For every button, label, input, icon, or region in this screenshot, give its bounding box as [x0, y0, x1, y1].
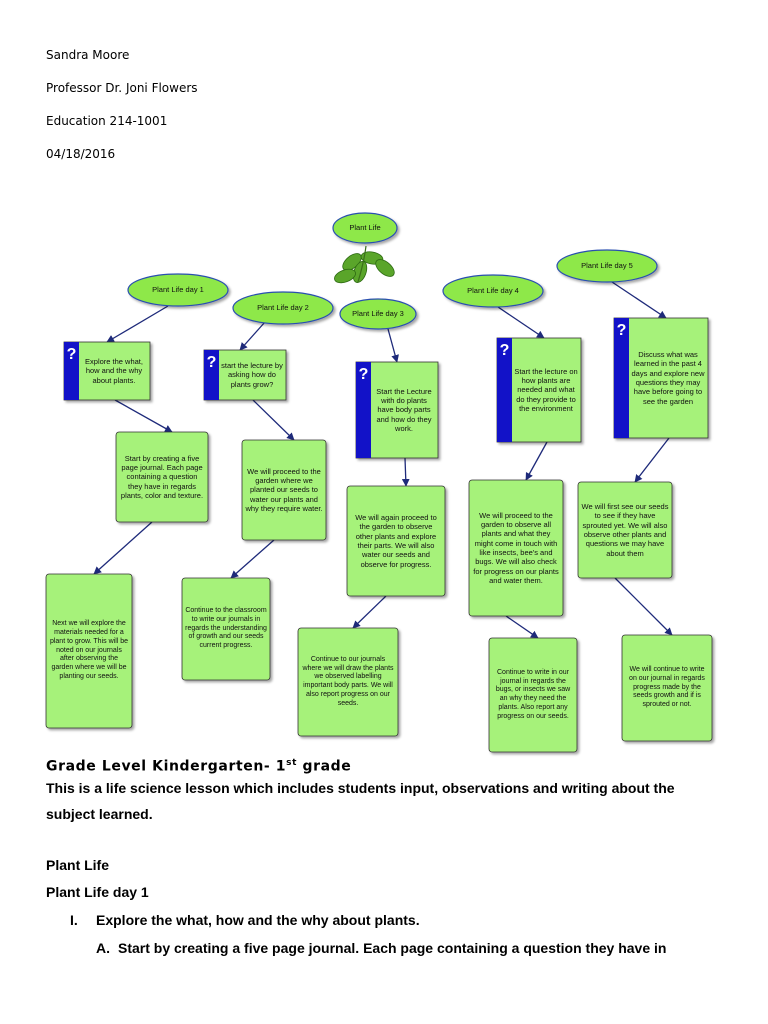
plant-life-day1-heading: Plant Life day 1	[46, 884, 149, 900]
day5-question-box-text: Discuss what was learned in the past 4 d…	[631, 321, 705, 435]
connector-arrow	[612, 282, 666, 318]
day3-question-box-text: Start the Lecture with do plants have bo…	[373, 365, 435, 455]
day1-ellipse-label: Plant Life day 1	[128, 274, 228, 306]
lesson-description-line-1: This is a life science lesson which incl…	[46, 780, 675, 796]
day5-step2-box: We will continue to write on our journal…	[622, 635, 712, 741]
day1-step1-box: Start by creating a five page journal. E…	[116, 432, 208, 522]
question-mark-icon: ?	[500, 342, 510, 359]
day3-question-box: ?Start the Lecture with do plants have b…	[356, 362, 438, 458]
connector-arrow	[405, 458, 406, 486]
day1-question-box: ?Explore the what, how and the why about…	[64, 342, 150, 400]
outline-item-I-marker: I.	[70, 912, 78, 928]
day5-step1-box: We will first see our seeds to see if th…	[578, 482, 672, 578]
question-mark-icon: ?	[67, 346, 77, 363]
connector-arrow	[94, 522, 152, 574]
day1-question-box-text: Explore the what, how and the why about …	[81, 345, 147, 397]
root-plant-life-ellipse-label: Plant Life	[333, 213, 397, 243]
question-mark-icon: ?	[359, 366, 369, 383]
day2-step2-box: Continue to the classroom to write our j…	[182, 578, 270, 680]
day2-ellipse: Plant Life day 2	[233, 292, 333, 324]
day4-step2-box: Continue to write in our journal in rega…	[489, 638, 577, 752]
day4-ellipse: Plant Life day 4	[443, 275, 543, 307]
day2-step2-box-text: Continue to the classroom to write our j…	[185, 581, 267, 677]
connector-arrow	[498, 307, 544, 338]
day4-step2-box-text: Continue to write in our journal in rega…	[492, 641, 574, 749]
connector-arrow	[115, 400, 172, 432]
connector-arrow	[253, 400, 294, 440]
day3-step1-box: We will again proceed to the garden to o…	[347, 486, 445, 596]
day4-step1-box: We will proceed to the garden to observe…	[469, 480, 563, 616]
connector-arrow	[231, 540, 274, 578]
day5-step1-box-text: We will first see our seeds to see if th…	[581, 485, 669, 575]
day2-ellipse-label: Plant Life day 2	[233, 292, 333, 324]
day1-step2-box-text: Next we will explore the materials neede…	[49, 577, 129, 725]
root-plant-life-ellipse: Plant Life	[333, 213, 397, 243]
connector-arrow	[506, 616, 538, 638]
day2-question-box: ?start the lecture by asking how do plan…	[204, 350, 286, 400]
day3-ellipse-label: Plant Life day 3	[340, 299, 416, 329]
connector-arrow	[526, 442, 547, 480]
connector-arrow	[240, 322, 265, 350]
day3-ellipse: Plant Life day 3	[340, 299, 416, 329]
day4-ellipse-label: Plant Life day 4	[443, 275, 543, 307]
day1-step1-box-text: Start by creating a five page journal. E…	[119, 435, 205, 519]
day3-step1-box-text: We will again proceed to the garden to o…	[350, 489, 442, 593]
day3-step2-box-text: Continue to our journals where we will d…	[301, 631, 395, 733]
day1-ellipse: Plant Life day 1	[128, 274, 228, 306]
day1-step2-box: Next we will explore the materials neede…	[46, 574, 132, 728]
outline-item-A-text: Start by creating a five page journal. E…	[118, 940, 666, 956]
lesson-description-line-2: subject learned.	[46, 806, 153, 822]
day2-step1-box-text: We will proceed to the garden where we p…	[245, 443, 323, 537]
day4-step1-box-text: We will proceed to the garden to observe…	[472, 483, 560, 613]
day5-step2-box-text: We will continue to write on our journal…	[625, 638, 709, 738]
day4-question-box: ?Start the lecture on how plants are nee…	[497, 338, 581, 442]
day3-step2-box: Continue to our journals where we will d…	[298, 628, 398, 736]
connector-arrow	[388, 329, 397, 362]
day5-ellipse: Plant Life day 5	[557, 250, 657, 282]
question-mark-icon: ?	[617, 322, 627, 339]
outline-item-A-marker: A.	[96, 940, 110, 956]
connector-arrow	[615, 578, 672, 635]
grade-level-heading: Grade Level Kindergarten- 1st grade	[46, 758, 351, 775]
question-mark-icon: ?	[207, 354, 217, 371]
day5-question-box: ?Discuss what was learned in the past 4 …	[614, 318, 708, 438]
outline-item-I-text: Explore the what, how and the why about …	[96, 912, 420, 928]
connector-arrow	[107, 306, 168, 342]
day2-question-box-text: start the lecture by asking how do plant…	[221, 353, 283, 397]
connector-arrow	[635, 438, 669, 482]
day5-ellipse-label: Plant Life day 5	[557, 250, 657, 282]
connector-arrow	[353, 596, 386, 628]
day4-question-box-text: Start the lecture on how plants are need…	[514, 341, 578, 439]
day2-step1-box: We will proceed to the garden where we p…	[242, 440, 326, 540]
plant-life-heading: Plant Life	[46, 857, 109, 873]
plant-leaves-icon	[333, 246, 398, 285]
